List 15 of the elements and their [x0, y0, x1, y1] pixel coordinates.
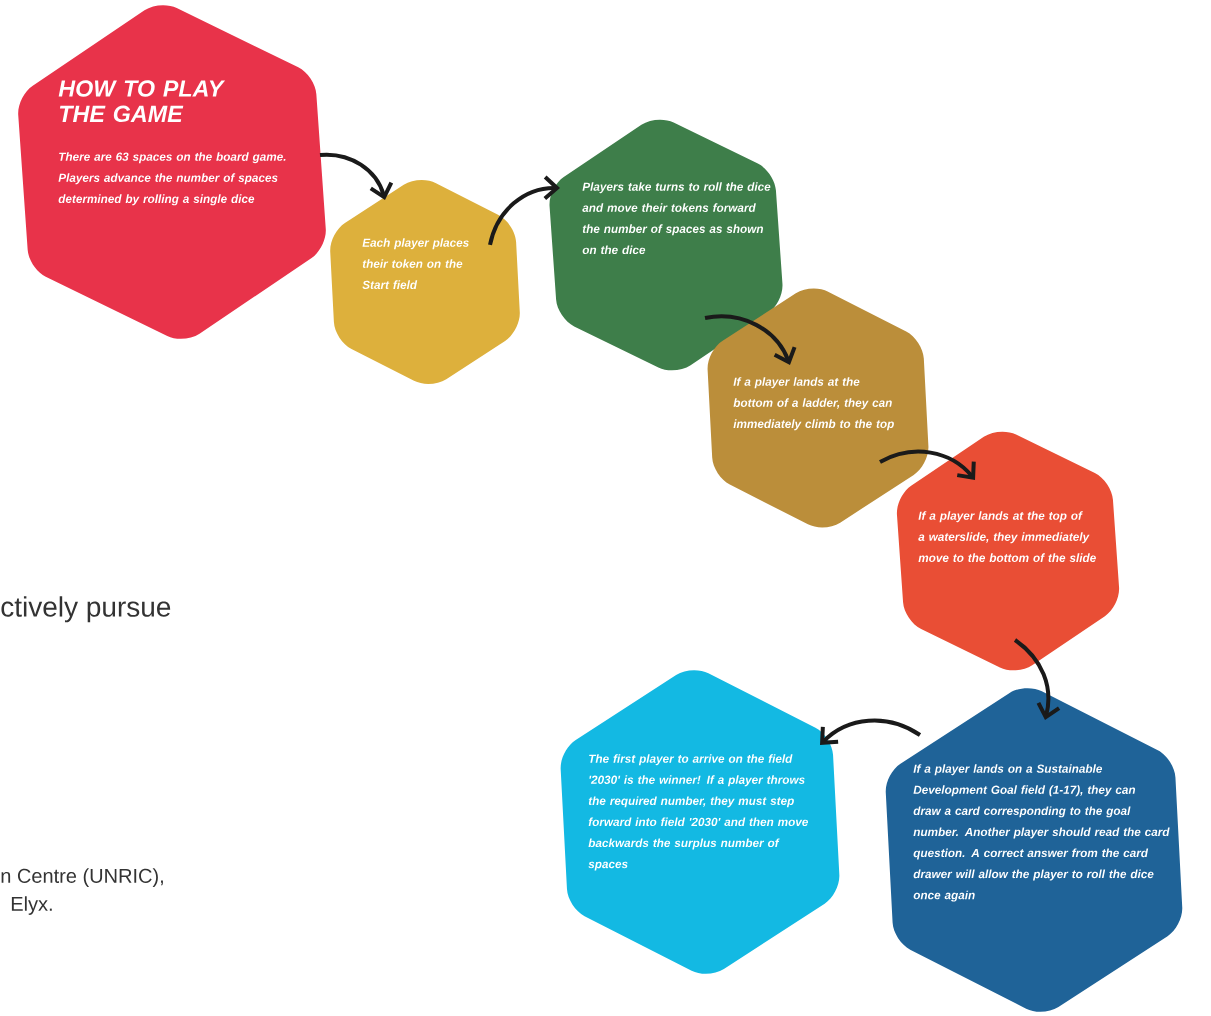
arrow [879, 449, 976, 480]
arrow [704, 314, 797, 365]
text-fragment: ctively pursue [1, 596, 171, 623]
hexagon-box: HOW TO PLAY THE GAME There are 63 spaces on the board game. Players advance the number of spaces determined by rolling a single dice [18, 5, 326, 339]
hexagon-box: If a player lands at the top of a waterslide, they immediately move to the bottom of the slide [896, 431, 1120, 671]
hexagon-box: Players take turns to roll the dice and move their tokens forward the number of spaces as shown on the dice [549, 119, 783, 371]
text-fragment: Elyx. [11, 896, 52, 915]
arrow [820, 718, 922, 745]
arrow [1013, 638, 1061, 720]
arrow [488, 175, 560, 246]
arrow [319, 152, 394, 200]
text-fragment: n Centre (UNRIC), [1, 868, 163, 887]
hexagon-box: Each player places their token on the Start field [330, 180, 520, 384]
hexagon-box: If a player lands on a Sustainable Development Goal field (1-17), they can draw a card corresponding to the goal number. Another player should read the card question. A correct answer from the card drawer will allow the player to roll the dice once again [885, 688, 1183, 1012]
hexagon-box: The first player to arrive on the field '2030' is the winner! If a player throws the required number, they must step forward into field '2030' and then move backwards the surplus number of spaces [560, 670, 840, 974]
